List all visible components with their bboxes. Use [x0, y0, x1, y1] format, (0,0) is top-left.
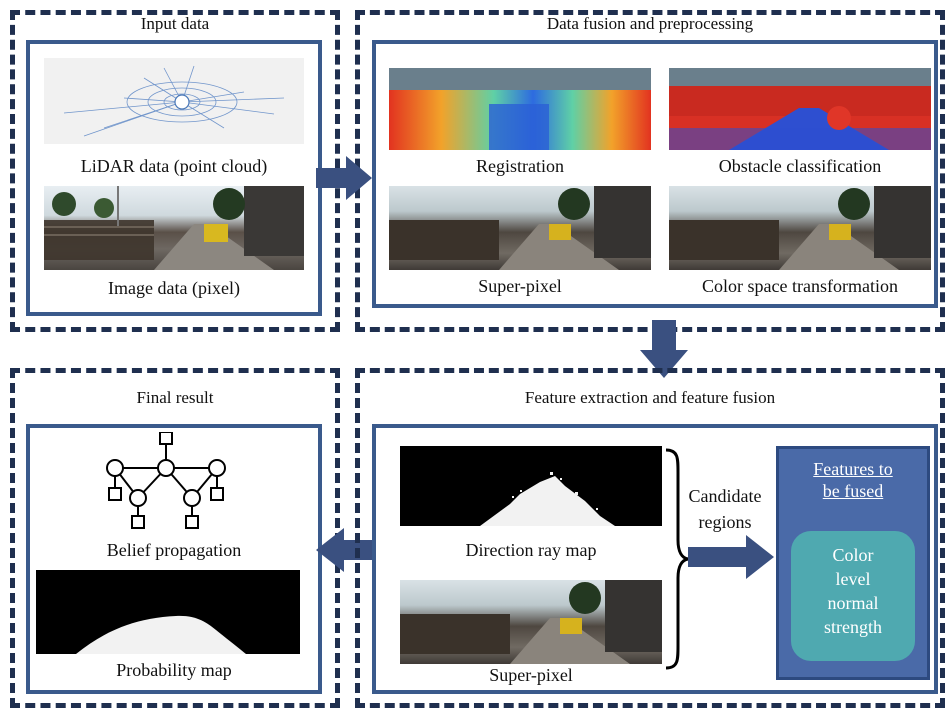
- probability-caption: Probability map: [116, 660, 232, 680]
- final-result-title: Final result: [136, 388, 214, 407]
- features-group: [355, 368, 945, 708]
- arrow-down-icon: [640, 320, 688, 378]
- obstacle-caption: Obstacle classification: [718, 156, 882, 176]
- image-caption: Image data (pixel): [108, 278, 240, 298]
- lidar-point-cloud-image: [44, 58, 304, 144]
- feature-strength: strength: [824, 617, 882, 637]
- superpixel-image-top: [389, 186, 651, 270]
- registration-image: [389, 68, 651, 150]
- superpixel-caption-bottom: Super-pixel: [489, 665, 573, 685]
- arrow-left-icon: [316, 528, 374, 572]
- curly-brace-icon: [665, 448, 689, 670]
- color-space-image: [669, 186, 931, 270]
- camera-image: [44, 186, 304, 270]
- feature-color: Color: [832, 545, 874, 565]
- candidate-label-1: Candidate: [688, 486, 762, 506]
- direction-ray-map-image: [400, 446, 662, 526]
- arrow-right-icon: [316, 156, 372, 200]
- superpixel-caption-top: Super-pixel: [478, 276, 562, 296]
- candidate-label-2: regions: [698, 512, 752, 532]
- features-box-title-2: be fused: [822, 481, 884, 501]
- color-space-caption: Color space transformation: [702, 276, 898, 296]
- belief-caption: Belief propagation: [106, 540, 242, 560]
- fusion-title: Data fusion and preprocessing: [546, 14, 754, 33]
- arrow-right-icon-features: [688, 535, 774, 579]
- superpixel-image-bottom: [400, 580, 662, 664]
- features-to-fuse-box: Features to be fused Color level normal …: [776, 446, 930, 680]
- features-box-title-1: Features to: [813, 459, 893, 479]
- features-inner-box: Color level normal strength: [791, 531, 915, 661]
- direction-ray-caption: Direction ray map: [465, 540, 597, 560]
- probability-map-image: [36, 570, 300, 654]
- features-title: Feature extraction and feature fusion: [524, 388, 776, 407]
- feature-level: level: [835, 569, 871, 589]
- registration-caption: Registration: [476, 156, 564, 176]
- feature-normal: normal: [827, 593, 879, 613]
- input-data-title: Input data: [140, 14, 210, 33]
- lidar-caption: LiDAR data (point cloud): [80, 156, 268, 176]
- belief-graph-icon: [106, 432, 226, 529]
- obstacle-classification-image: [669, 68, 931, 150]
